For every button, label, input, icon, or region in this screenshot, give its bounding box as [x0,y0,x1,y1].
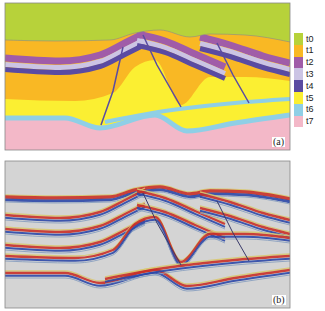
seismic-event [200,208,290,234]
legend-label: t1 [306,46,314,55]
legend-label: t3 [306,70,314,79]
horizon-line [5,30,290,42]
layer-fill [5,3,290,150]
legend-label: t5 [306,94,314,103]
layer-band [200,44,290,70]
layer-fill [5,3,290,42]
seismic-event [200,206,290,232]
legend-label: t4 [306,82,314,91]
legend-label: t0 [306,35,314,44]
fault-line [143,35,181,107]
fault-trace [143,193,181,265]
fault-line [217,43,249,103]
panel-label: (b) [272,295,286,305]
legend-label: t2 [306,58,314,67]
panel-border [5,161,290,308]
legend-swatch [294,80,303,92]
seismic-event [5,202,145,230]
seismic-event [5,195,145,223]
legend-swatch [294,33,303,45]
fault-trace [217,201,249,261]
legend-swatch [294,68,303,80]
legend-swatch [294,57,303,69]
panel-border [5,3,290,150]
panel-label: (a) [272,137,285,147]
legend-swatch [294,92,303,104]
layer-band [5,115,290,131]
legend-swatch [294,45,303,57]
seismic-event [5,222,290,267]
legend-swatch [294,104,303,116]
legend-swatch [294,116,303,128]
seismic-event [5,275,290,291]
legend-label: t7 [306,117,314,126]
seismic-image [5,161,290,308]
fault-line [101,47,123,125]
geologic-model [5,3,290,150]
legend-label: t6 [306,105,314,114]
layer-band [200,49,290,75]
layer-band [105,99,290,122]
seismic-event [105,261,290,284]
image-ground [5,161,290,308]
layer-band [5,45,145,73]
layer-fill [5,113,290,150]
